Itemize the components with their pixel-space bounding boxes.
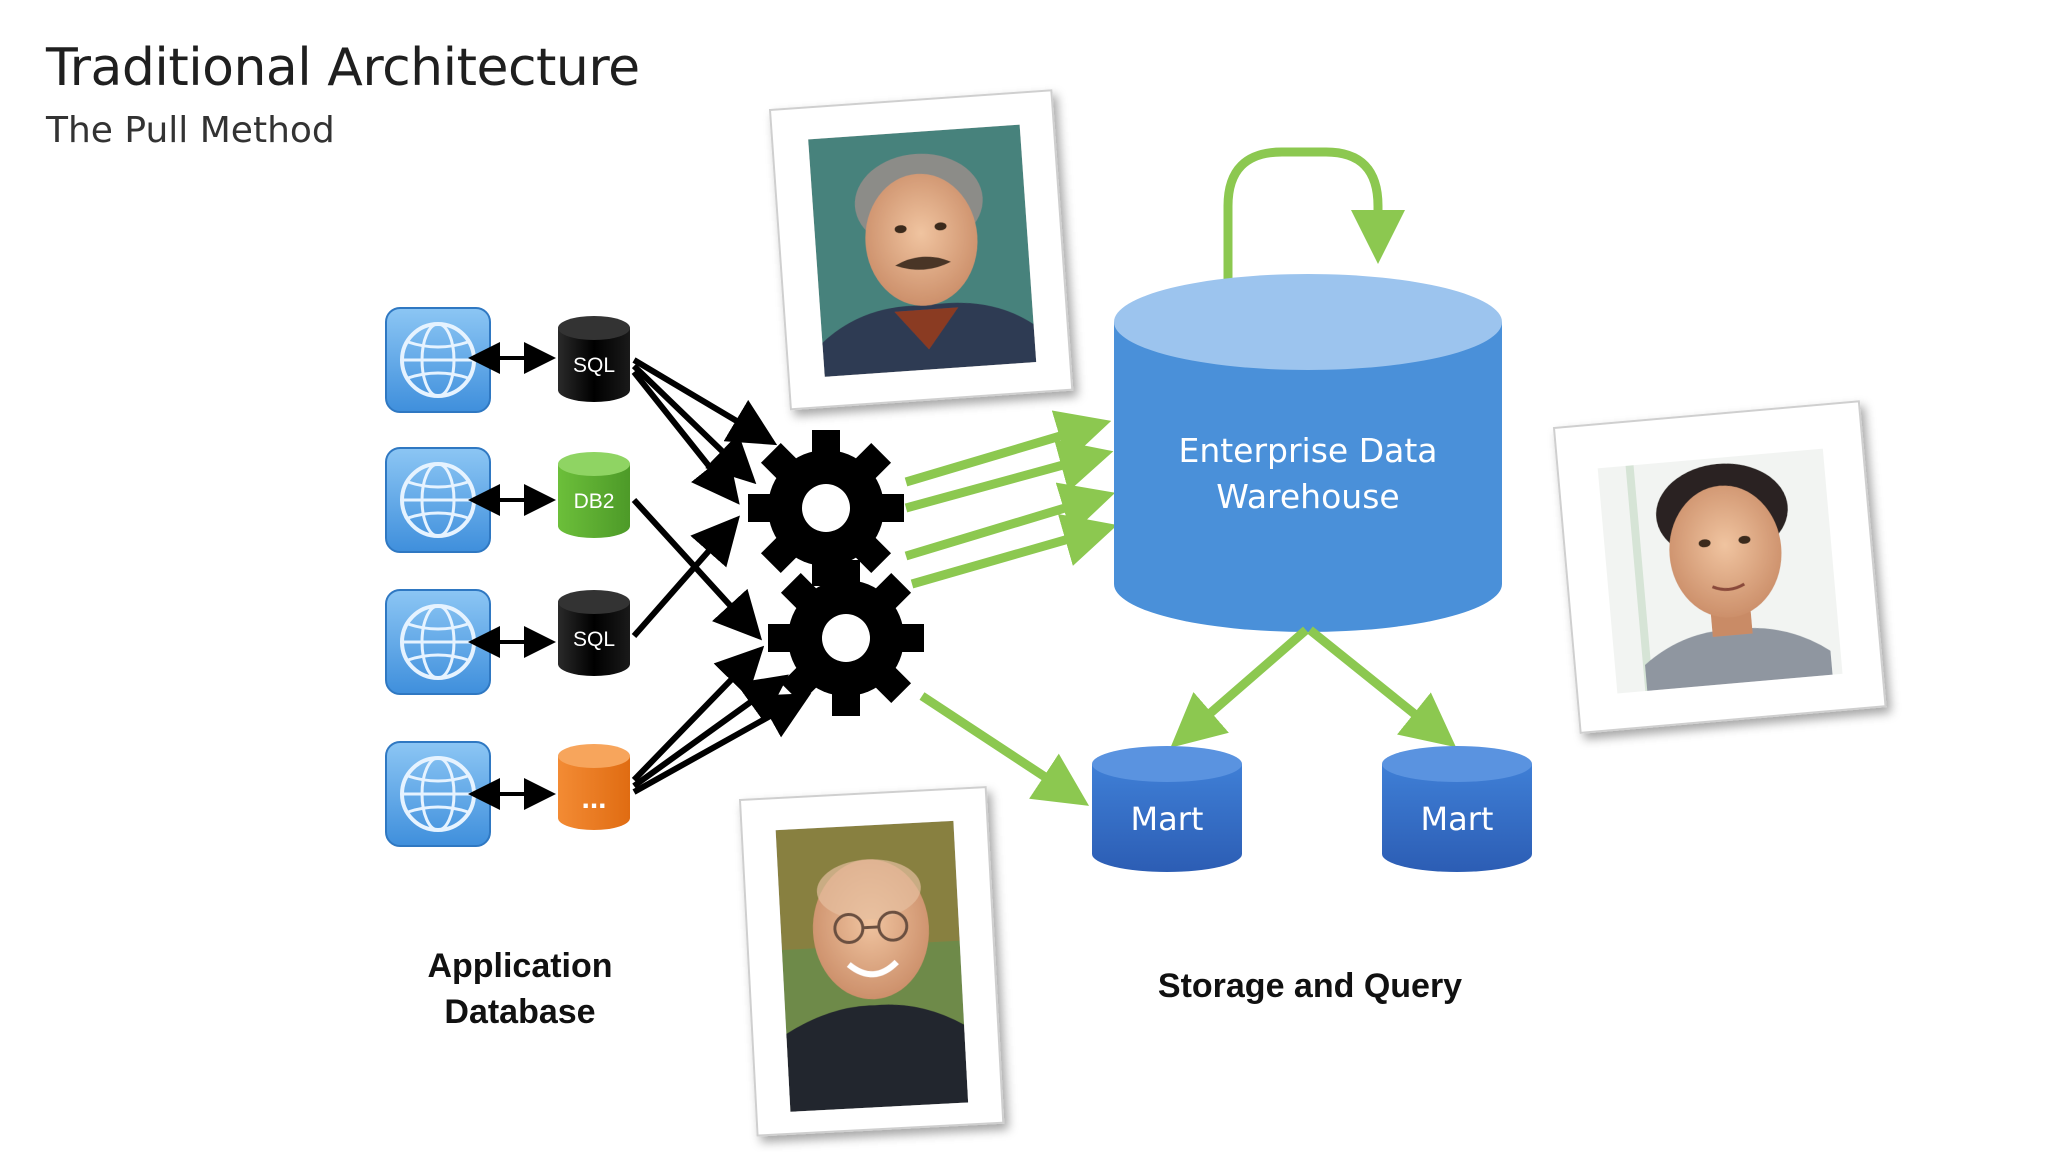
load-arrows [904,410,1118,806]
storage-and-query-label: Storage and Query [1157,967,1463,1005]
gear-icon-1 [748,430,904,586]
app-db-links [468,342,556,810]
slide-title: Traditional Architecture [46,38,640,98]
warehouse-label-line2: Warehouse [1216,477,1399,516]
mart-label: Mart [1421,800,1494,838]
person-photo-1 [768,89,1074,411]
application-database-label: Application Database [380,943,660,1035]
gear-icon-2 [768,560,924,716]
application-label-line1: Application [427,947,613,985]
mart-2: Mart [1382,746,1532,872]
extract-arrows [631,357,812,795]
db-label: DB2 [574,490,615,513]
app-icon-1 [385,307,491,413]
db-label: SQL [573,628,615,651]
enterprise-data-warehouse: Enterprise Data Warehouse [1114,274,1502,632]
app-icon-4 [385,741,491,847]
db-db2: DB2 [558,452,630,538]
db-sql-1: SQL [558,316,630,402]
db-sql-2: SQL [558,590,630,676]
mart-arrows [1170,626,1457,748]
mart-label: Mart [1131,800,1204,838]
db-other: ... [558,744,630,830]
application-label-line2: Database [444,993,596,1031]
person-photo-2 [1552,400,1887,734]
app-icon-3 [385,589,491,695]
warehouse-label-line1: Enterprise Data [1178,431,1437,470]
slide-subtitle: The Pull Method [46,110,335,151]
mart-1: Mart [1092,746,1242,872]
app-icon-2 [385,447,491,553]
person-photo-3 [738,786,1005,1137]
db-label: ... [581,782,606,815]
refresh-loop-arrow [1223,147,1405,280]
db-label: SQL [573,354,615,377]
